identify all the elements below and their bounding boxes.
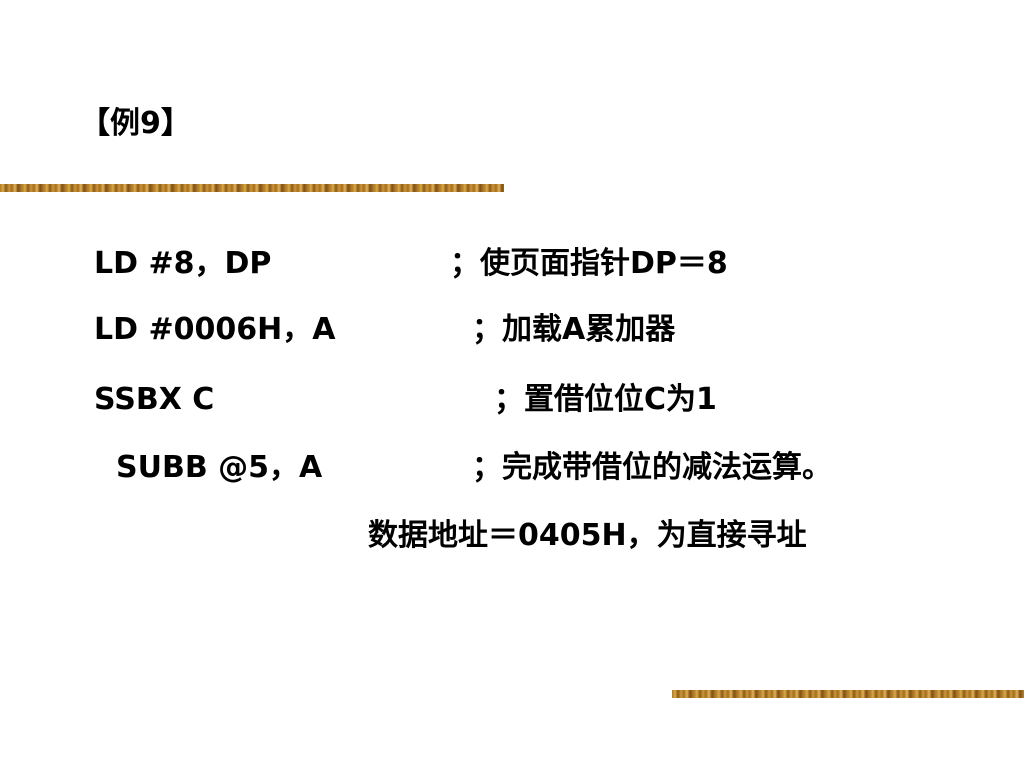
code-line-3: SSBX C ；置借位位C为1 bbox=[94, 380, 994, 420]
code-instruction: SUBB @5，A bbox=[116, 450, 323, 485]
address-note: 数据地址＝0405H，为直接寻址 bbox=[368, 518, 807, 553]
code-comment: ；完成带借位的减法运算。 bbox=[472, 450, 832, 485]
code-instruction: SSBX C bbox=[94, 382, 215, 417]
code-line-2: LD #0006H，A ；加载A累加器 bbox=[94, 310, 994, 350]
code-line-4: SUBB @5，A ；完成带借位的减法运算。 bbox=[94, 448, 994, 488]
code-instruction: LD #8，DP bbox=[94, 246, 272, 281]
slide-title: 【例9】 bbox=[80, 106, 191, 141]
decorative-bar-bottom bbox=[672, 690, 1024, 698]
decorative-bar-top bbox=[0, 184, 504, 192]
code-line-1: LD #8，DP ；使页面指针DP＝8 bbox=[94, 244, 994, 284]
code-instruction: LD #0006H，A bbox=[94, 312, 336, 347]
code-comment: ；使页面指针DP＝8 bbox=[450, 246, 728, 281]
code-comment: ；加载A累加器 bbox=[472, 312, 676, 347]
code-comment: ；置借位位C为1 bbox=[494, 382, 717, 417]
